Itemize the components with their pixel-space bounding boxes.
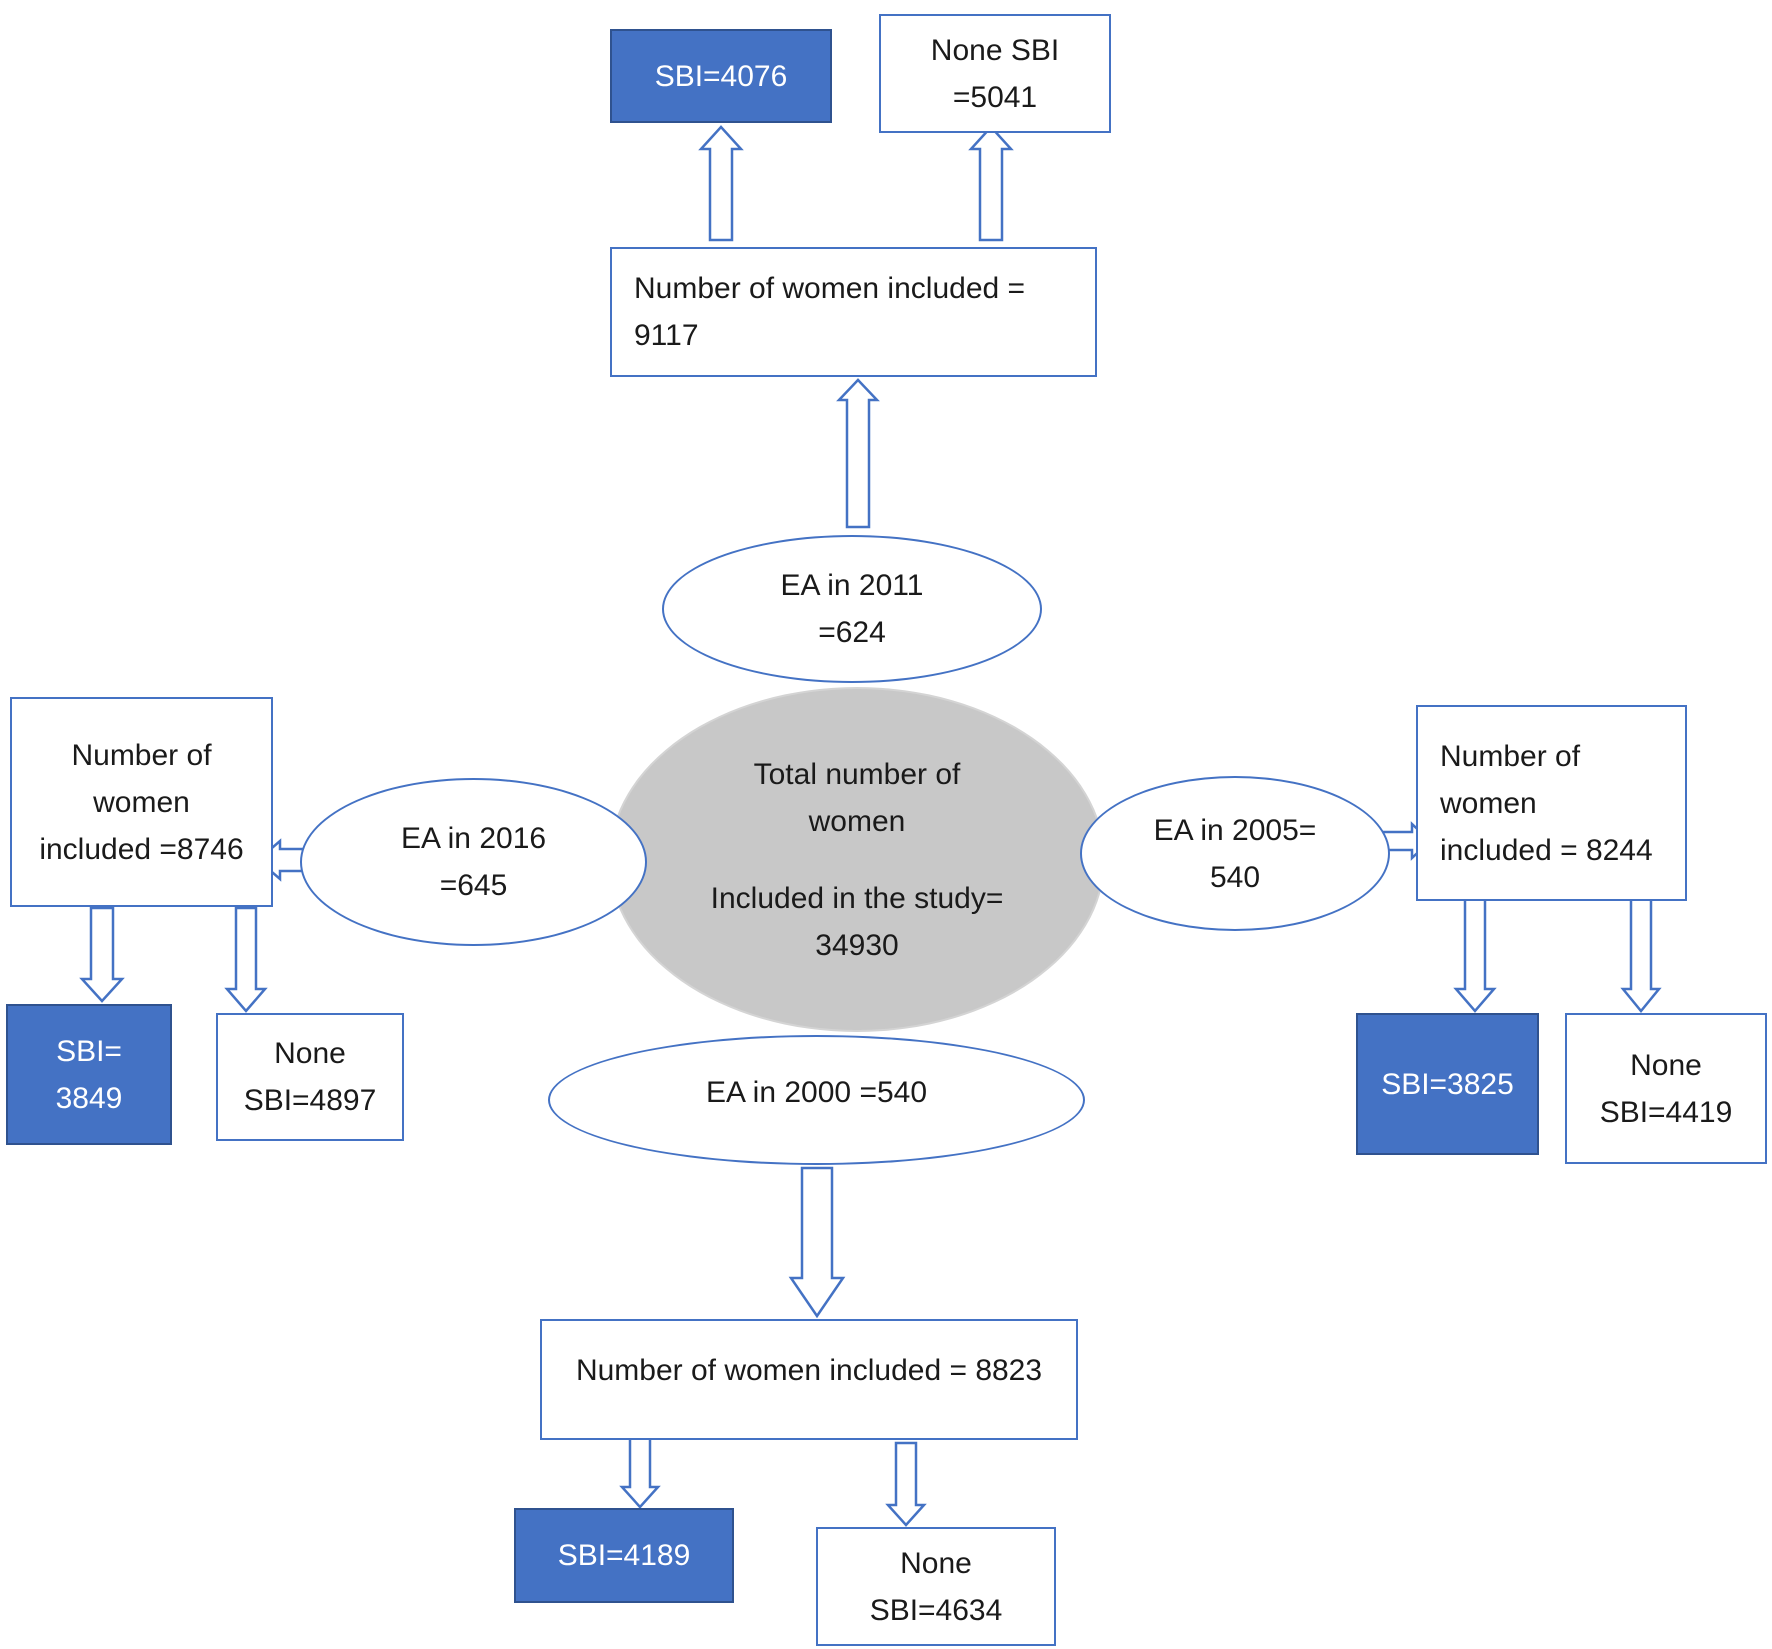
sbi-2016-line1: SBI= [56,1034,122,1068]
included-2011-line1: Number of women included = [634,272,1026,305]
arrow-included2000-to-sbi [619,1434,661,1509]
total-women-ellipse: Total number of women Included in the st… [609,687,1105,1032]
ea-2011-line2: =624 [818,616,886,649]
arrow-ea2011-to-included [836,378,880,529]
sbi-2000-box: SBI=4189 [514,1508,734,1603]
none-sbi-2011-line1: None SBI [930,33,1060,67]
none-sbi-2000-line1: None [900,1546,972,1580]
ea-2016-line1: EA in 2016 [400,822,547,855]
arrow-included2011-to-sbi [698,125,744,242]
total-women-line4: 34930 [815,928,899,962]
none-sbi-2011-box: None SBI =5041 [879,14,1111,133]
included-2016-line1: Number of [71,738,212,772]
none-sbi-2016-line1: None [274,1037,346,1070]
arrow-included2000-to-none-sbi [885,1441,927,1527]
ea-2005-line1: EA in 2005= [1153,813,1317,847]
sbi-2000-label: SBI=4189 [557,1539,691,1572]
sbi-2011-box: SBI=4076 [610,29,832,123]
sbi-2016-line2: 3849 [55,1081,123,1115]
included-2011-box: Number of women included = 9117 [610,247,1097,377]
ea-2011-line1: EA in 2011 [780,569,924,602]
none-sbi-2005-line1: None [1630,1048,1702,1082]
total-women-line3: Included in the study= [710,881,1004,915]
ea-2000-oval: EA in 2000 =540 [548,1035,1085,1165]
none-sbi-2000-box: None SBI=4634 [816,1527,1056,1646]
sbi-2005-box: SBI=3825 [1356,1013,1539,1155]
none-sbi-2000-line2: SBI=4634 [869,1593,1003,1627]
ea-2000-label: EA in 2000 =540 [705,1076,928,1109]
arrow-included2016-to-none-sbi [224,906,268,1013]
included-2016-line2: women [93,785,190,819]
none-sbi-2005-box: None SBI=4419 [1565,1013,1767,1164]
ea-2005-oval: EA in 2005= 540 [1080,776,1390,931]
included-2000-box: Number of women included = 8823 [540,1319,1078,1440]
none-sbi-2011-line2: =5041 [952,80,1038,114]
included-2005-line3: included = 8244 [1440,833,1653,867]
included-2005-line1: Number of [1440,739,1581,773]
arrow-included2005-to-sbi [1453,896,1497,1013]
none-sbi-2016-line2: SBI=4897 [243,1084,377,1117]
ea-2016-line2: =645 [439,869,508,902]
total-women-line2: women [808,804,906,838]
included-2016-box: Number of women included =8746 [10,697,273,907]
none-sbi-2016-box: None SBI=4897 [216,1013,404,1141]
included-2005-box: Number of women included = 8244 [1416,705,1687,901]
included-2000-label: Number of women included = 8823 [575,1354,1043,1387]
arrow-included2016-to-sbi [79,906,125,1003]
included-2005-line2: women [1440,786,1537,820]
none-sbi-2005-line2: SBI=4419 [1599,1095,1733,1129]
arrow-included2005-to-none-sbi [1620,896,1662,1013]
total-women-line1: Total number of [753,757,961,791]
included-2016-line3: included =8746 [39,832,244,866]
ea-2005-line2: 540 [1209,860,1261,894]
sbi-2016-box: SBI= 3849 [6,1004,172,1145]
sbi-2011-label: SBI=4076 [654,59,788,93]
included-2011-line2: 9117 [634,319,699,352]
ea-2016-oval: EA in 2016 =645 [300,778,647,946]
sbi-2005-label: SBI=3825 [1381,1067,1514,1101]
arrow-ea2000-to-included [788,1166,846,1319]
ea-2011-oval: EA in 2011 =624 [662,535,1042,683]
arrow-included2011-to-none-sbi [968,125,1014,242]
